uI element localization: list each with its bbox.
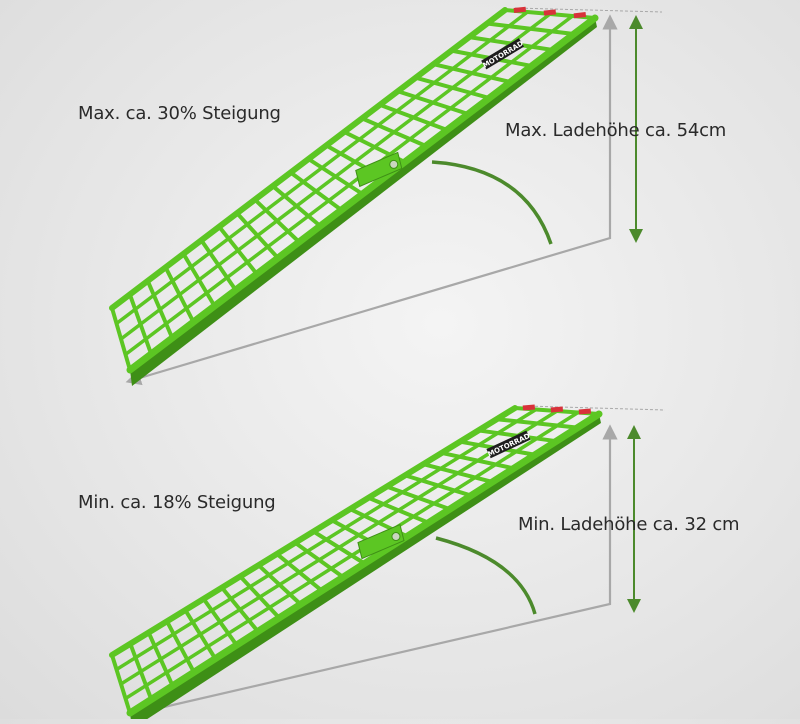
angle-arc <box>431 160 553 245</box>
ramp-rung <box>201 597 239 647</box>
ramp-rung <box>235 211 280 260</box>
max-slope-label: Max. ca. 30% Steigung <box>78 103 281 124</box>
hinge-bolt <box>391 532 401 542</box>
ramp-rung <box>128 643 154 701</box>
ramp-rung <box>441 450 515 471</box>
ramp-rung <box>110 654 132 714</box>
red-tip <box>513 6 527 13</box>
ramp-rung <box>415 75 490 100</box>
ramp-rung <box>165 620 196 674</box>
ramp-rung <box>181 252 217 308</box>
ramp-rung <box>379 102 448 132</box>
ramp-rung <box>145 280 175 339</box>
ramp-rung <box>271 184 322 228</box>
red-tip <box>550 406 564 413</box>
hinge-plate <box>357 523 405 560</box>
hinge-plate <box>355 151 403 188</box>
angle-arc <box>435 536 537 615</box>
ramp-rung <box>496 417 578 430</box>
ramp-rung <box>422 462 493 484</box>
min-slope-label: Min. ca. 18% Steigung <box>78 492 276 513</box>
base-guide-line <box>125 14 618 386</box>
ramp-rung <box>294 541 345 579</box>
ramp-rung <box>238 575 281 620</box>
ramp-rung <box>220 586 260 633</box>
red-tip <box>522 404 536 411</box>
base-guide-line <box>130 424 618 719</box>
min-height-label: Min. Ladehöhe ca. 32 cm <box>518 514 740 535</box>
ramp-rung <box>361 116 427 148</box>
ramp-rung <box>486 21 575 36</box>
ramp-rung <box>307 157 364 196</box>
ramp-rung <box>397 89 469 116</box>
red-tip <box>578 408 592 415</box>
top-dashed-line <box>514 7 663 13</box>
red-tip <box>543 9 557 16</box>
ramp-rung <box>217 225 259 276</box>
ramp-rung <box>183 609 217 660</box>
ramp-rung <box>404 473 472 498</box>
hinge-bolt <box>389 159 399 169</box>
ramp-rung <box>433 62 511 84</box>
ramp-rung <box>386 484 451 512</box>
ramp-rung <box>127 293 154 355</box>
ramp-side-rail <box>130 18 597 386</box>
ramp-rung <box>253 198 301 244</box>
ramp-rung <box>367 495 430 525</box>
max-height-label: Max. Ladehöhe ca. 54cm <box>505 120 727 141</box>
panel-min: MOTORRAD <box>109 404 666 724</box>
ramp-rung <box>146 631 175 687</box>
ramp-rung <box>312 529 366 566</box>
ramp-rung <box>257 563 302 606</box>
ramp-rung <box>289 170 343 212</box>
panel-max: MOTORRAD <box>109 6 663 386</box>
top-dashed-line <box>524 405 666 411</box>
ramp-rung <box>275 552 324 593</box>
ramp-rung <box>110 307 132 371</box>
ramp-rung <box>199 239 238 292</box>
red-tip <box>573 12 587 19</box>
ramp-rung <box>163 266 196 323</box>
